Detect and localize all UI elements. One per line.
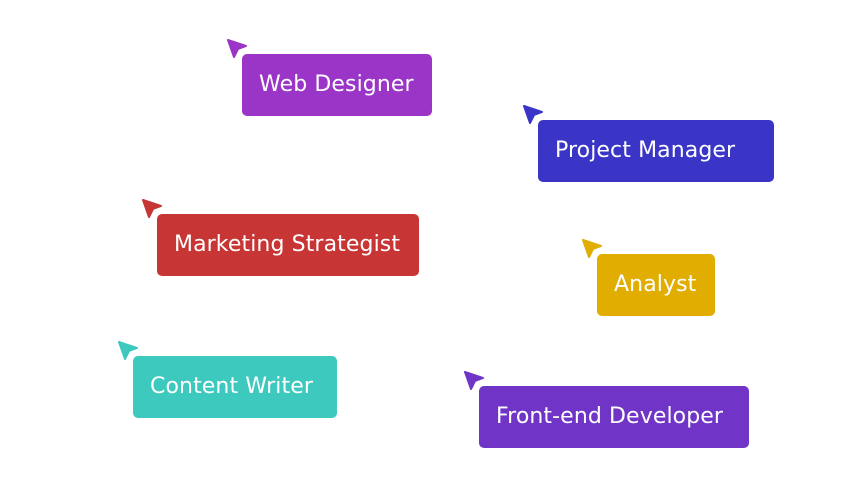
tag-label: Marketing Strategist	[157, 214, 419, 276]
tag-label: Analyst	[597, 254, 715, 316]
cursor-pointer-icon	[226, 38, 248, 60]
cursor-pointer-icon	[463, 370, 485, 392]
cursor-pointer-icon	[522, 104, 544, 126]
cursor-pointer-icon	[117, 340, 139, 362]
tag-label: Content Writer	[133, 356, 337, 418]
cursor-pointer-icon	[141, 198, 163, 220]
tag-label: Front-end Developer	[479, 386, 749, 448]
tag-label: Web Designer	[242, 54, 432, 116]
tag-label: Project Manager	[538, 120, 774, 182]
cursor-pointer-icon	[581, 238, 603, 260]
